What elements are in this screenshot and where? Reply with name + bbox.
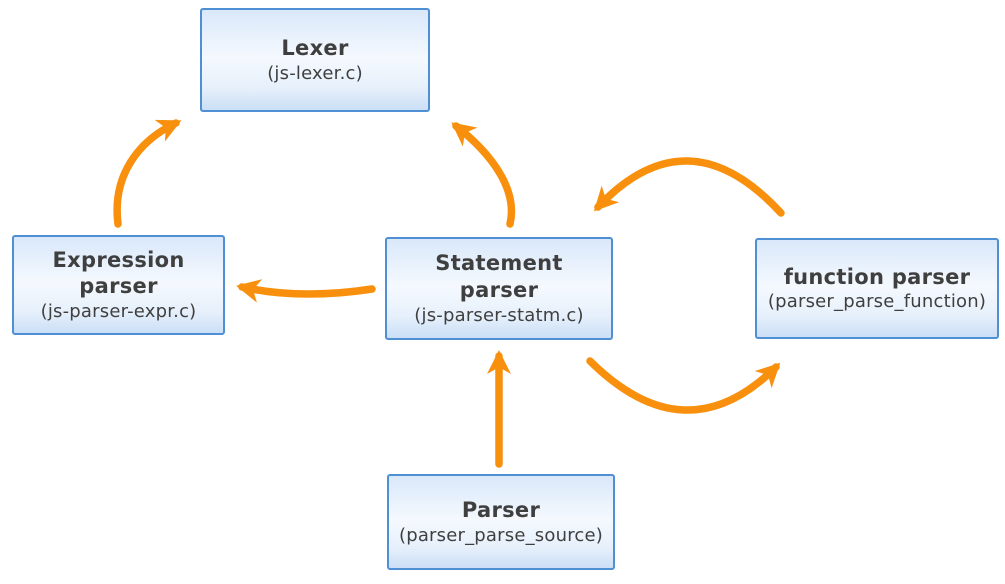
node-lexer-title: Lexer xyxy=(281,36,349,61)
node-lexer-subtitle: (js-lexer.c) xyxy=(267,62,363,84)
node-expression-parser: Expression parser (js-parser-expr.c) xyxy=(12,235,225,335)
edge-function-parser-to-statement-parser xyxy=(593,157,785,217)
edge-statement-parser-to-expression-parser xyxy=(236,279,376,303)
edge-expression-parser-to-lexer xyxy=(113,119,182,228)
node-expression-parser-title: Expression parser xyxy=(52,247,185,299)
node-statement-parser-title: Statement parser xyxy=(435,251,563,302)
node-parser-title: Parser xyxy=(461,498,541,523)
edge-statement-parser-to-function-parser xyxy=(586,357,781,414)
edge-statement-parser-to-lexer xyxy=(451,122,516,228)
node-parser-subtitle: (parser_parse_source) xyxy=(398,524,604,546)
node-statement-parser-subtitle: (js-parser-statm.c) xyxy=(414,304,584,326)
node-statement-parser: Statement parser (js-parser-statm.c) xyxy=(385,237,613,340)
node-expression-parser-subtitle: (js-parser-expr.c) xyxy=(40,301,197,323)
node-function-parser: function parser (parser_parse_function) xyxy=(755,238,999,339)
node-lexer: Lexer (js-lexer.c) xyxy=(200,8,430,112)
node-function-parser-subtitle: (parser_parse_function) xyxy=(767,291,987,313)
node-function-parser-title: function parser xyxy=(783,264,971,289)
node-parser: Parser (parser_parse_source) xyxy=(387,474,615,570)
